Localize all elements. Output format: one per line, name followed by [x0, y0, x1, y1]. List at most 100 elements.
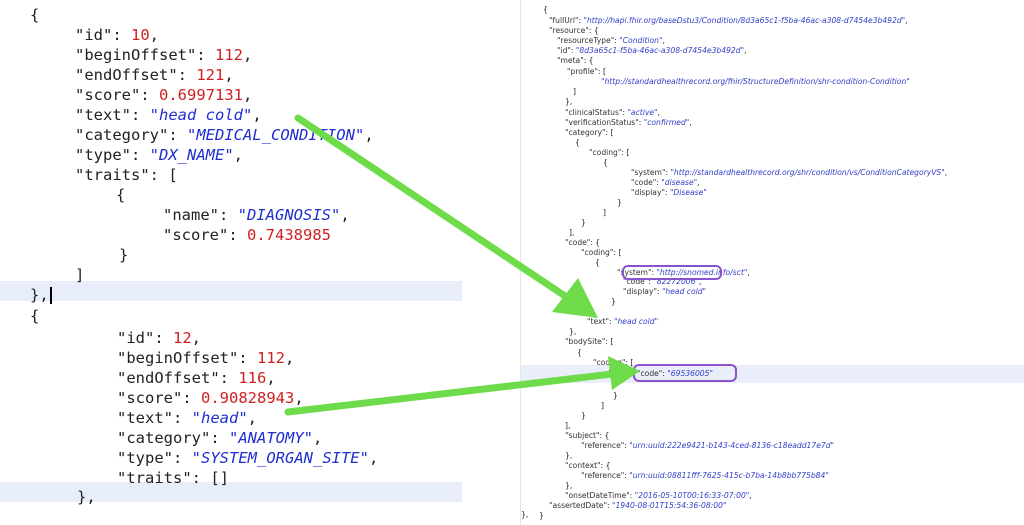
right-code-line[interactable]: "clinicalStatus": "active", — [565, 108, 660, 119]
right-code-line[interactable]: }, — [565, 481, 572, 492]
left-code-line[interactable]: "traits": [ — [75, 165, 178, 185]
right-code-line[interactable]: ] — [603, 208, 606, 219]
right-code-line[interactable]: "code": "disease", — [631, 178, 700, 189]
right-code-line[interactable]: "system": "http://standardhealthrecord.o… — [631, 168, 947, 179]
right-code-line[interactable]: { — [575, 138, 580, 149]
right-code-line[interactable]: }, — [521, 510, 528, 521]
right-code-line[interactable]: "resource": { — [549, 26, 599, 37]
right-code-line[interactable]: }, — [565, 451, 572, 462]
right-code-line[interactable]: "subject": { — [565, 431, 609, 442]
right-code-line[interactable]: { — [595, 258, 600, 269]
code-token: , — [747, 268, 750, 277]
right-code-line[interactable]: ], — [591, 307, 596, 318]
code-token: ], — [569, 228, 575, 237]
right-code-line[interactable]: "coding": [ — [589, 148, 629, 159]
right-code-line[interactable]: "coding": [ — [581, 248, 621, 259]
right-code-line[interactable]: "code": { — [565, 238, 600, 249]
right-code-line[interactable]: "profile": [ — [567, 67, 606, 78]
right-code-line[interactable]: ] — [573, 87, 576, 98]
code-token: }, — [565, 97, 573, 106]
code-token: , — [191, 329, 202, 347]
left-code-line[interactable]: "score": 0.6997131, — [75, 85, 252, 105]
left-code-line[interactable]: { — [116, 185, 125, 205]
right-code-line[interactable]: "display": "head cold" — [623, 287, 706, 298]
right-code-line[interactable]: "system": "http://snomed.info/sct", — [617, 268, 750, 279]
left-code-line[interactable]: }, — [77, 487, 96, 507]
code-token: { — [543, 5, 548, 14]
right-code-line[interactable]: "meta": { — [557, 56, 594, 67]
right-code-line[interactable]: { — [603, 158, 608, 169]
left-code-line[interactable]: "category": "ANATOMY", — [117, 428, 322, 448]
code-token: }, — [521, 510, 529, 519]
right-code-line[interactable]: "http://standardhealthrecord.org/fhir/St… — [601, 77, 910, 88]
code-token: "SYSTEM_ORGAN_SITE" — [191, 449, 369, 467]
right-code-line[interactable]: "code": "82272006", — [623, 277, 701, 288]
code-token: }, — [565, 481, 573, 490]
code-token: : [ — [625, 358, 634, 367]
left-code-line[interactable]: "type": "SYSTEM_ORGAN_SITE", — [117, 448, 378, 468]
code-token: "2016-05-10T00:16:33-07:00" — [634, 491, 750, 500]
right-code-line[interactable]: "resourceType": "Condition", — [557, 36, 665, 47]
code-token: "active" — [627, 108, 658, 117]
code-token: } — [617, 198, 622, 207]
left-code-line[interactable]: "score": 0.7438985 — [163, 225, 331, 245]
left-code-line[interactable]: "endOffset": 116, — [117, 368, 276, 388]
right-code-line[interactable]: "reference": "urn:uuid:222e9421-b143-4ce… — [581, 441, 834, 452]
right-code-line[interactable]: "fullUrl": "http://hapi.fhir.org/baseDst… — [549, 16, 908, 27]
left-code-line[interactable]: "type": "DX_NAME", — [75, 145, 243, 165]
left-code-line[interactable]: "score": 0.90828943, — [117, 388, 304, 408]
left-code-line[interactable]: "id": 10, — [75, 25, 159, 45]
code-token: "endOffset" — [117, 369, 220, 387]
left-code-line[interactable]: "endOffset": 121, — [75, 65, 234, 85]
code-token: { — [577, 348, 582, 357]
right-code-line[interactable]: "assertedDate": "1940-08-01T15:54:36-08:… — [549, 501, 726, 512]
left-code-line[interactable]: { — [30, 5, 39, 25]
right-code-line[interactable]: "display": "Disease" — [631, 188, 707, 199]
right-code-line[interactable]: "coding": [ — [593, 358, 633, 369]
code-token: , — [905, 16, 908, 25]
right-code-line[interactable]: "context": { — [565, 461, 610, 472]
right-code-line[interactable]: }, — [569, 327, 576, 338]
left-code-line[interactable]: "traits": [] — [117, 468, 229, 488]
left-code-line[interactable]: "category": "MEDICAL_CONDITION", — [75, 125, 374, 145]
right-code-line[interactable]: "category": [ — [565, 128, 613, 139]
right-code-line[interactable]: "verificationStatus": "confirmed", — [565, 118, 692, 129]
right-code-line[interactable]: { — [577, 348, 582, 359]
left-code-line[interactable]: }, — [30, 285, 52, 305]
code-token: , — [285, 349, 295, 367]
right-code-line[interactable]: "reference": "urn:uuid:08811fff-7625-415… — [581, 471, 829, 482]
right-code-line[interactable]: ] — [601, 401, 604, 412]
right-code-line[interactable]: "onsetDateTime": "2016-05-10T00:16:33-07… — [565, 491, 752, 502]
code-token: : — [656, 287, 662, 296]
right-code-line[interactable]: { — [543, 5, 548, 16]
right-code-line[interactable]: ], — [569, 228, 574, 239]
right-code-line[interactable]: "bodySite": [ — [565, 337, 613, 348]
right-code-line[interactable]: "id": "8d3a65c1-f5ba-46ac-a308-d7454e3b4… — [557, 46, 746, 57]
right-code-line[interactable]: ], — [565, 421, 570, 432]
right-code-line[interactable]: } — [611, 297, 616, 308]
left-code-line[interactable]: "id": 12, — [117, 328, 201, 348]
left-code-line[interactable]: "name": "DIAGNOSIS", — [163, 205, 350, 225]
right-code-line[interactable]: "text": "head cold" — [587, 317, 658, 328]
right-code-line[interactable]: } — [617, 198, 622, 209]
right-code-line[interactable]: "code": "69536005" — [637, 369, 713, 380]
left-code-line[interactable]: "text": "head cold", — [75, 105, 262, 125]
right-code-line[interactable]: }, — [565, 97, 572, 108]
right-code-line[interactable]: } — [539, 511, 544, 522]
left-code-line[interactable]: { — [30, 306, 39, 326]
left-code-line[interactable]: } — [119, 245, 128, 265]
code-token: : — [638, 118, 644, 127]
right-code-line[interactable]: { — [607, 368, 612, 379]
left-code-line[interactable]: "text": "head", — [117, 408, 257, 428]
bodysite-code-highlight-box — [633, 364, 737, 382]
right-code-line[interactable]: } — [613, 391, 618, 402]
code-token: 10 — [131, 26, 150, 44]
left-code-line[interactable]: "beginOffset": 112, — [117, 348, 294, 368]
code-token: "assertedDate" — [549, 501, 607, 510]
right-code-line[interactable]: } — [581, 411, 586, 422]
right-code-line[interactable]: } — [581, 218, 586, 229]
left-code-line[interactable]: "beginOffset": 112, — [75, 45, 252, 65]
left-code-line[interactable]: ] — [75, 265, 84, 285]
code-token: "system" — [631, 168, 666, 177]
code-token: "name" — [163, 206, 219, 224]
